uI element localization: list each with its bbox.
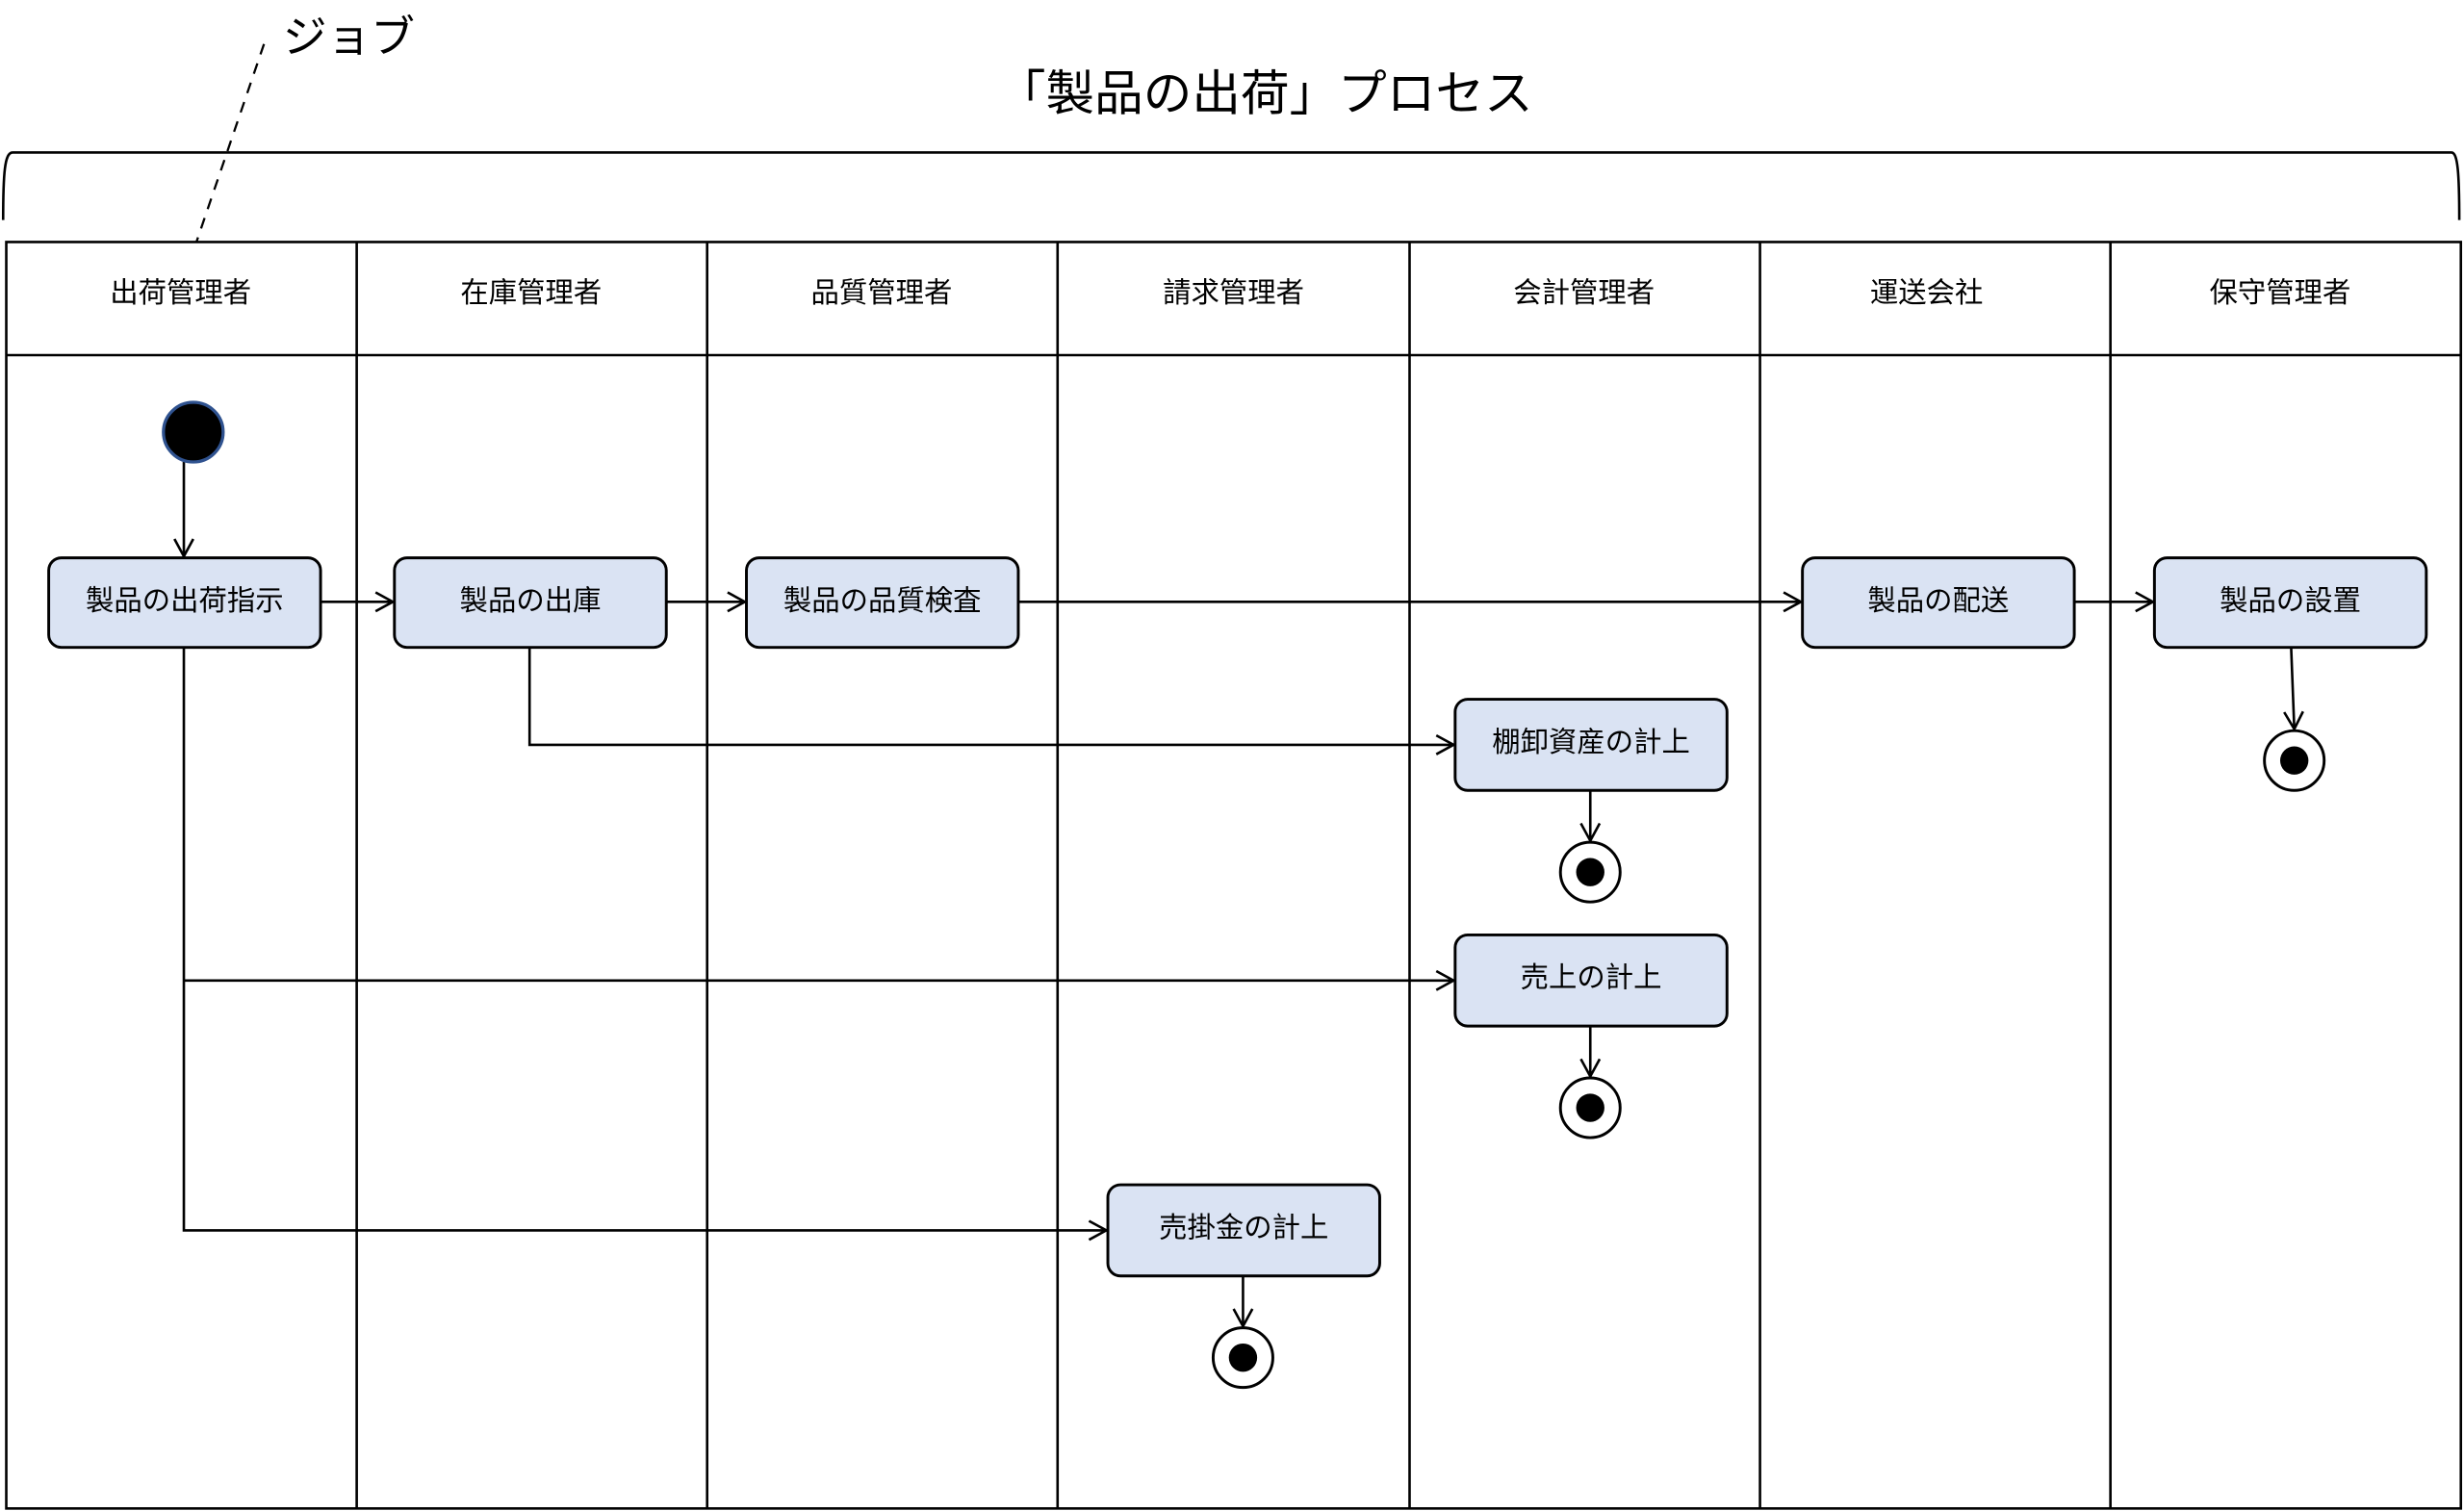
activity-label: 製品の品質検査 bbox=[783, 584, 982, 617]
initial-node bbox=[162, 400, 225, 464]
activity-label: 製品の設置 bbox=[2220, 584, 2361, 617]
lane-header-billing-manager: 請求管理者 bbox=[1163, 276, 1304, 309]
activity-quality-inspection: 製品の品質検査 bbox=[745, 556, 1020, 650]
final-node bbox=[2263, 729, 2326, 792]
activity-label: 売掛金の計上 bbox=[1159, 1211, 1328, 1243]
activity-stock-out: 製品の出庫 bbox=[393, 556, 668, 650]
activity-label: 棚卸資産の計上 bbox=[1492, 726, 1690, 758]
swimlane-frame bbox=[5, 241, 2463, 1510]
activity-label: 売上の計上 bbox=[1521, 961, 1662, 994]
final-node bbox=[1211, 1326, 1274, 1390]
process-bracket bbox=[1, 151, 2461, 220]
final-node bbox=[1558, 840, 1622, 904]
activity-delivery: 製品の配送 bbox=[1801, 556, 2076, 650]
activity-inventory-posting: 棚卸資産の計上 bbox=[1453, 698, 1729, 792]
activity-label: 製品の出庫 bbox=[460, 584, 602, 617]
lane-header-quality-manager: 品質管理者 bbox=[810, 276, 952, 309]
lane-header-accounting-manager: 会計管理者 bbox=[1513, 276, 1655, 309]
job-label: ジョブ bbox=[283, 12, 415, 63]
lane-header-inventory-manager: 在庫管理者 bbox=[460, 276, 602, 309]
activity-installation: 製品の設置 bbox=[2152, 556, 2428, 650]
lane-header-carrier: 運送会社 bbox=[1870, 276, 1984, 309]
lane-header-maintenance-manager: 保守管理者 bbox=[2210, 276, 2351, 309]
control-flows bbox=[173, 462, 2304, 1329]
activity-label: 製品の配送 bbox=[1867, 584, 2009, 617]
activity-label: 製品の出荷指示 bbox=[86, 584, 284, 617]
job-annotation-line bbox=[195, 43, 266, 243]
process-title: 「製品の出荷」プロセス bbox=[997, 64, 1533, 121]
final-node bbox=[1558, 1076, 1622, 1140]
activity-receivable-posting: 売掛金の計上 bbox=[1106, 1183, 1381, 1278]
activity-sales-posting: 売上の計上 bbox=[1453, 933, 1729, 1028]
lane-header-shipping-manager: 出荷管理者 bbox=[110, 276, 251, 309]
activity-shipping-instruction: 製品の出荷指示 bbox=[47, 556, 322, 650]
